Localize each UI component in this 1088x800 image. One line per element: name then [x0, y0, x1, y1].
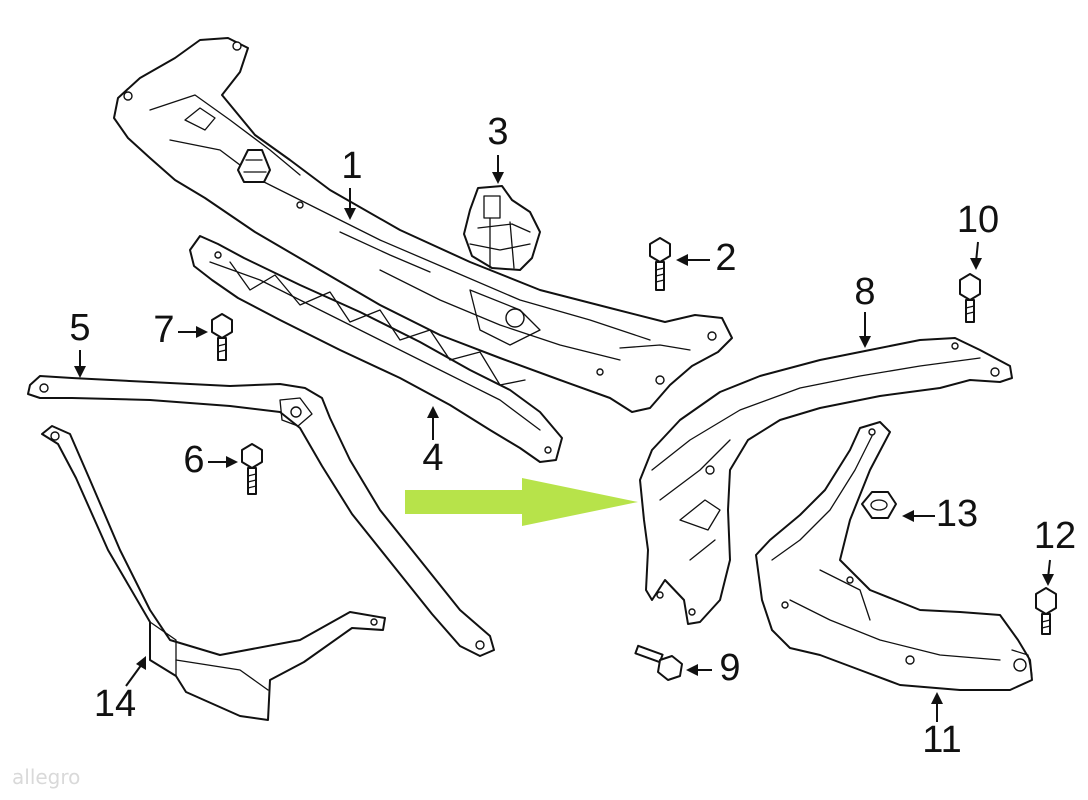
- callout-4: 4: [422, 437, 443, 479]
- bolt-7: [211, 313, 233, 361]
- callout-9: 9: [719, 647, 740, 689]
- callout-8: 8: [854, 271, 875, 313]
- callout-14: 14: [94, 683, 136, 725]
- part-11-lower-bracket: [755, 421, 1033, 691]
- part-14-lower-brace: [41, 425, 386, 721]
- callout-5: 5: [69, 307, 90, 349]
- part-1-upper-crossmember: [113, 37, 733, 413]
- callout-10: 10: [957, 199, 999, 241]
- bolt-6: [241, 443, 263, 495]
- callout-12: 12: [1034, 515, 1076, 557]
- nut-13: [861, 491, 897, 519]
- bolt-10: [959, 273, 981, 323]
- leader-lines: [74, 155, 1054, 722]
- part-4-lower-reinforcement: [189, 235, 563, 463]
- bolt-12: [1035, 587, 1057, 635]
- callout-3: 3: [487, 111, 508, 153]
- bolt-9: [634, 644, 683, 681]
- part-5-brace: [27, 375, 495, 657]
- callout-1: 1: [341, 145, 362, 187]
- part-3-engine-mount: [463, 185, 541, 271]
- part-8-right-bracket: [639, 337, 1013, 625]
- watermark: allegro: [12, 765, 80, 789]
- callout-7: 7: [153, 309, 174, 351]
- bolt-2: [649, 237, 671, 291]
- callout-6: 6: [183, 439, 204, 481]
- highlight-arrow: [405, 478, 638, 526]
- callout-13: 13: [936, 493, 978, 535]
- callout-11: 11: [922, 719, 961, 761]
- callout-2: 2: [715, 237, 736, 279]
